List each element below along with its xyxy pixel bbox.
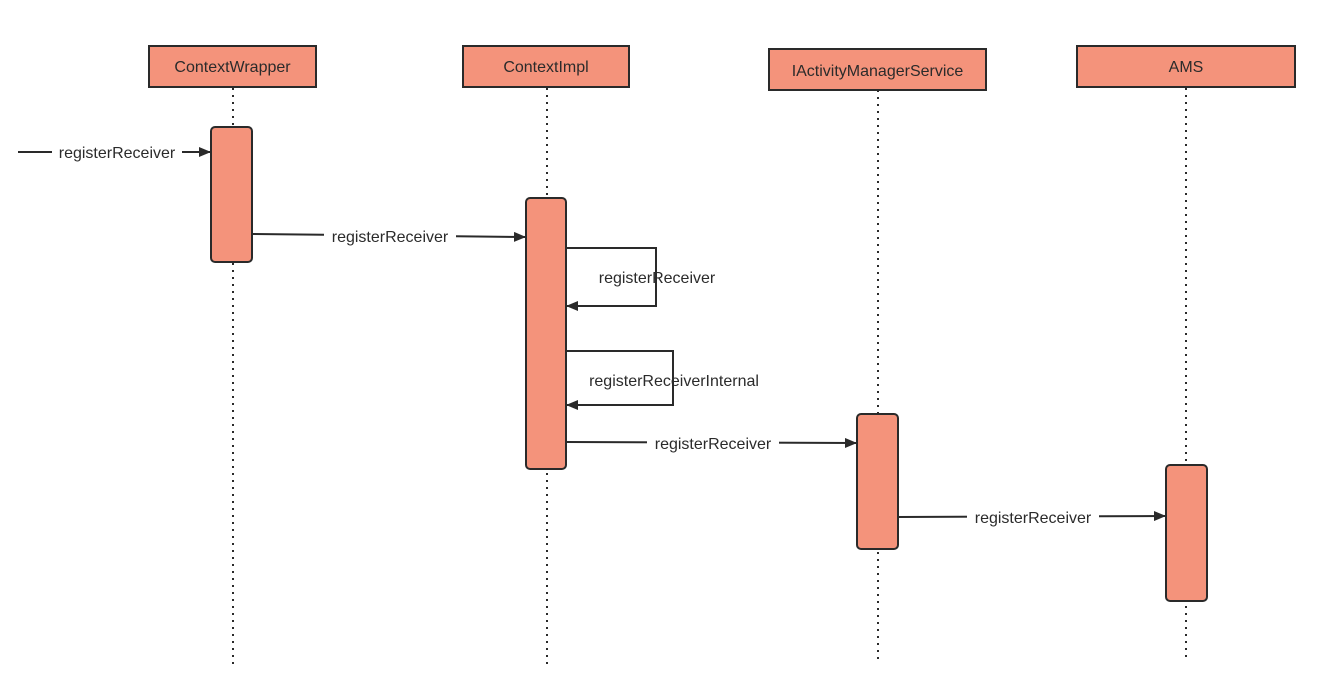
- message-label: registerReceiver: [59, 145, 176, 162]
- participant-contextimpl[interactable]: ContextImpl: [462, 45, 630, 88]
- message-arrow: [566, 350, 674, 410]
- participant-label: IActivityManagerService: [792, 63, 964, 80]
- participant-label: ContextImpl: [503, 59, 588, 76]
- activation-contextimpl: [525, 197, 567, 470]
- message-2: registerReceiver: [251, 226, 526, 246]
- participant-ams[interactable]: AMS: [1076, 45, 1296, 88]
- activation-ams: [1165, 464, 1208, 602]
- message-arrow: [566, 247, 657, 311]
- message-5: registerReceiver: [565, 433, 857, 453]
- participant-label: ContextWrapper: [174, 59, 291, 76]
- message-label: registerReceiverInternal: [589, 373, 759, 390]
- message-label: registerReceiver: [332, 229, 449, 246]
- message-label: registerReceiver: [599, 270, 716, 287]
- participant-label: AMS: [1169, 59, 1204, 76]
- message-3-self: registerReceiver: [566, 247, 716, 311]
- activation-iams: [856, 413, 899, 550]
- message-1: registerReceiver: [18, 142, 211, 162]
- message-label: registerReceiver: [975, 510, 1092, 527]
- message-4-self: registerReceiverInternal: [566, 350, 759, 410]
- message-6: registerReceiver: [897, 507, 1166, 527]
- participant-contextwrapper[interactable]: ContextWrapper: [148, 45, 317, 88]
- activation-contextwrapper: [210, 126, 253, 263]
- message-label: registerReceiver: [655, 436, 772, 453]
- participant-iams[interactable]: IActivityManagerService: [768, 48, 987, 91]
